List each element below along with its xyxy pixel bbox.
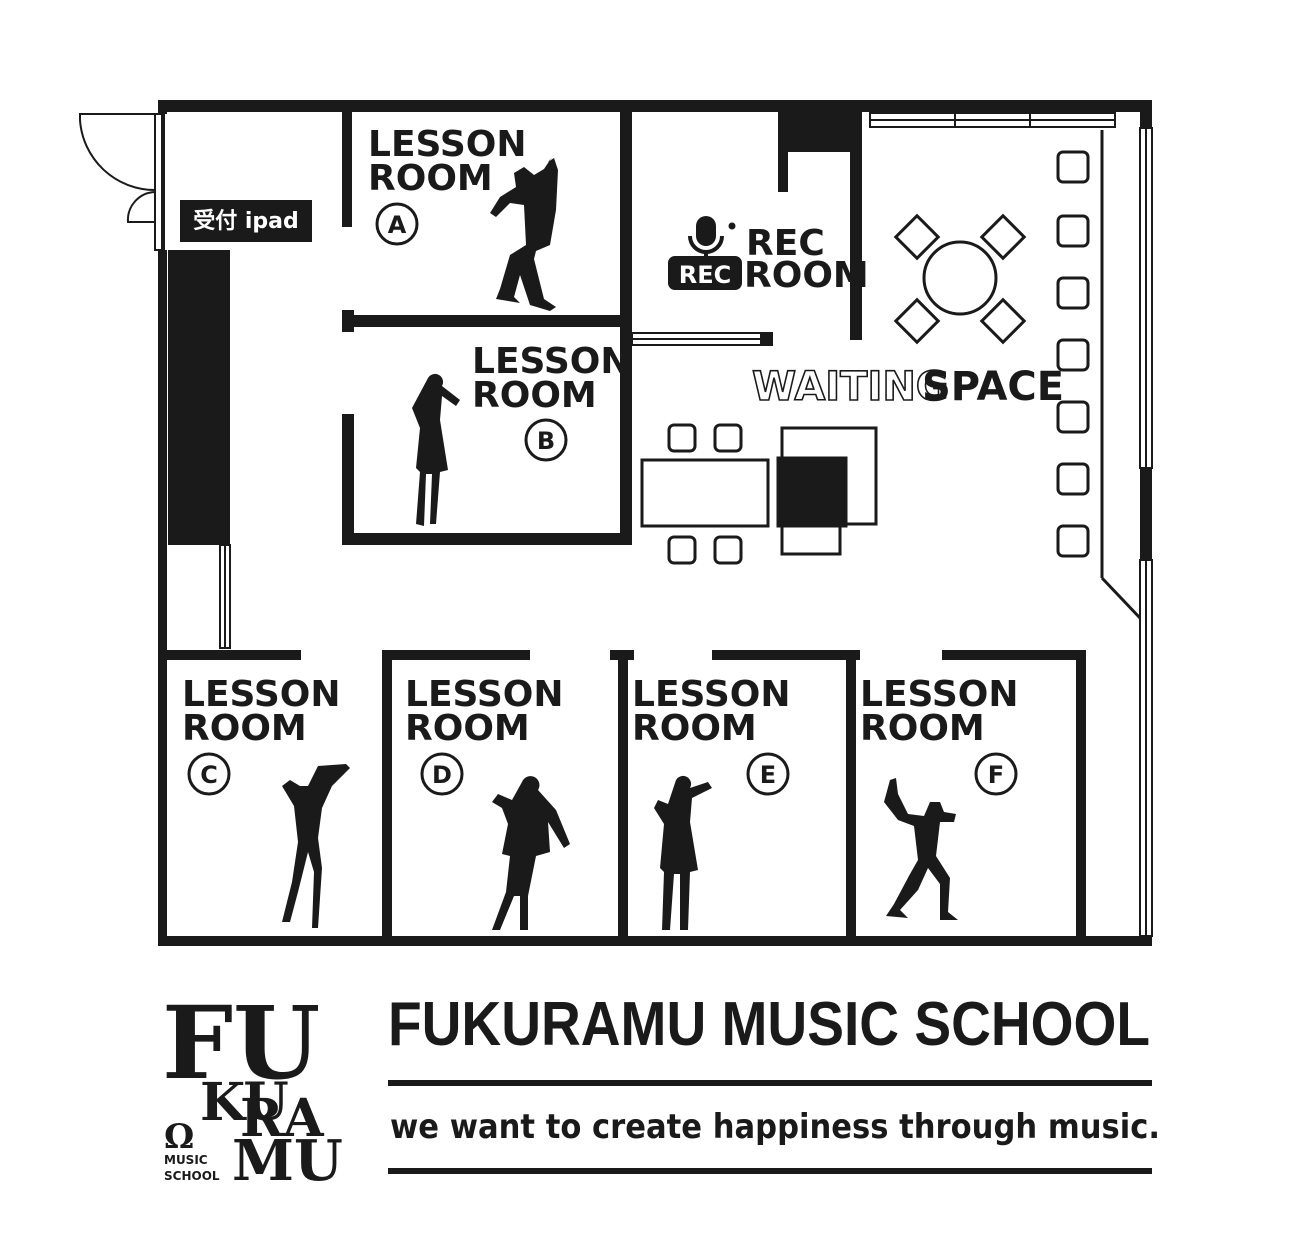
logo-row-4: MU — [232, 1128, 343, 1194]
singer-figure-female-icon — [412, 373, 460, 526]
reception-ipad-sign: 受付 ipad — [180, 200, 312, 242]
waiting-word-solid: SPACE — [922, 364, 1064, 410]
room-e-badge-label: E — [760, 761, 776, 789]
rec-room-title-2: ROOM — [744, 255, 869, 296]
room-f-title-1: LESSON — [860, 674, 1019, 715]
singer-figure-female-icon — [654, 775, 712, 930]
room-a-title-2: ROOM — [368, 158, 493, 199]
right-window — [1139, 127, 1153, 937]
room-b-badge: B — [524, 418, 568, 462]
school-logo: FU KU RA MU Ω MUSIC SCHOOL — [162, 984, 343, 1194]
footer-tagline: we want to create happiness through musi… — [390, 1107, 1160, 1147]
room-f-badge: F — [974, 752, 1018, 796]
bench-stools — [1056, 150, 1090, 558]
rec-room-title-1: REC — [746, 223, 825, 264]
room-c-badge-label: C — [200, 761, 218, 789]
rec-badge-label: REC — [679, 261, 732, 289]
room-d-badge: D — [420, 752, 464, 796]
round-table — [893, 213, 1027, 345]
logo-row-1: FU — [162, 984, 320, 1102]
room-c-title-2: ROOM — [182, 708, 307, 749]
sofa-set — [776, 426, 878, 556]
meeting-table — [640, 423, 770, 565]
logo-row-2: KU — [200, 1072, 289, 1133]
room-b-title-1: LESSON — [472, 341, 631, 382]
room-e-title-1: LESSON — [632, 674, 791, 715]
logo-sub-2: SCHOOL — [164, 1169, 220, 1183]
room-d-title-2: ROOM — [405, 708, 530, 749]
reception-counter — [168, 250, 231, 649]
logo-omega-icon: Ω — [164, 1117, 194, 1157]
footer-rule-bottom — [388, 1168, 1152, 1174]
room-a-title-1: LESSON — [368, 124, 527, 165]
room-a-walls — [342, 112, 632, 332]
rec-badge: REC — [668, 256, 742, 290]
entrance-door[interactable] — [79, 113, 165, 251]
singer-figure-female-icon — [282, 764, 350, 928]
footer-title: FUKURAMU MUSIC SCHOOL — [388, 990, 1150, 1059]
room-e-title-2: ROOM — [632, 708, 757, 749]
logo-sub-1: MUSIC — [164, 1153, 208, 1167]
logo-row-3: RA — [240, 1088, 324, 1149]
room-e-badge: E — [746, 752, 790, 796]
room-a-badge-label: A — [388, 211, 407, 239]
footer-rule-top — [388, 1080, 1152, 1086]
room-c-title-1: LESSON — [182, 674, 341, 715]
top-window — [869, 112, 1116, 128]
singer-figure-male-icon — [884, 778, 958, 920]
room-b-title-2: ROOM — [472, 375, 597, 416]
room-f-title-2: ROOM — [860, 708, 985, 749]
room-f-badge-label: F — [988, 761, 1004, 789]
room-c-badge: C — [187, 752, 231, 796]
waiting-word-outline: WAITING — [752, 364, 949, 410]
reception-label: 受付 ipad — [193, 208, 299, 234]
room-b-walls — [342, 327, 632, 545]
microphone-icon — [688, 216, 736, 260]
singer-figure-male-icon — [490, 157, 558, 311]
room-b-badge-label: B — [537, 427, 555, 455]
bottom-rooms-walls — [158, 650, 1086, 940]
room-d-title-1: LESSON — [405, 674, 564, 715]
room-a-badge: A — [375, 202, 419, 246]
bench-edge — [1100, 130, 1142, 620]
singer-figure-female-icon — [492, 776, 570, 930]
rec-room-walls — [631, 112, 862, 346]
room-d-badge-label: D — [432, 761, 452, 789]
